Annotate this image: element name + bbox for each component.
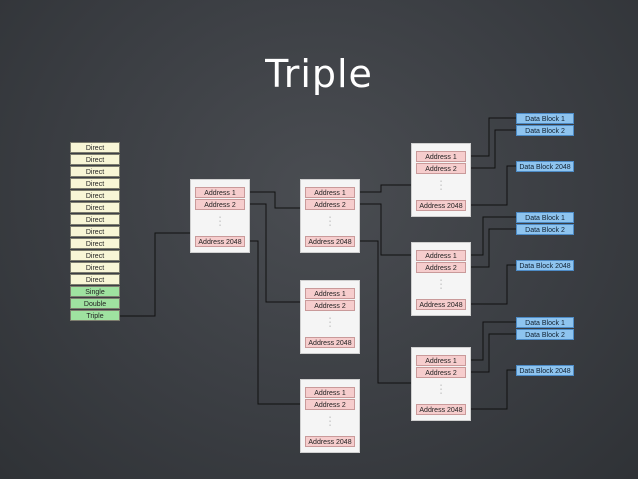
indirect-block-level2-2: Address 1 Address 2 ··· Address 2048 xyxy=(300,280,360,354)
address-2: Address 2 xyxy=(416,367,466,378)
inode-double: Double xyxy=(70,298,120,309)
address-2048: Address 2048 xyxy=(416,404,466,415)
data-block-2048: Data Block 2048 xyxy=(516,365,574,376)
address-1: Address 1 xyxy=(305,187,355,198)
ellipsis: ··· xyxy=(328,315,332,330)
inode-direct-2: Direct xyxy=(70,154,120,165)
ellipsis: ··· xyxy=(439,382,443,397)
address-1: Address 1 xyxy=(195,187,245,198)
address-2048: Address 2048 xyxy=(305,236,355,247)
indirect-block-level2-1: Address 1 Address 2 ··· Address 2048 xyxy=(300,179,360,253)
address-2: Address 2 xyxy=(416,163,466,174)
data-block-1: Data Block 1 xyxy=(516,212,574,223)
inode-single: Single xyxy=(70,286,120,297)
indirect-block-level2-3: Address 1 Address 2 ··· Address 2048 xyxy=(300,379,360,453)
inode-direct-3: Direct xyxy=(70,166,120,177)
data-block-2048: Data Block 2048 xyxy=(516,161,574,172)
address-2: Address 2 xyxy=(195,199,245,210)
data-block-2: Data Block 2 xyxy=(516,224,574,235)
address-1: Address 1 xyxy=(416,151,466,162)
inode-direct-11: Direct xyxy=(70,262,120,273)
address-2048: Address 2048 xyxy=(416,299,466,310)
address-2: Address 2 xyxy=(416,262,466,273)
address-2: Address 2 xyxy=(305,199,355,210)
address-2048: Address 2048 xyxy=(305,337,355,348)
address-1: Address 1 xyxy=(305,387,355,398)
inode-direct-7: Direct xyxy=(70,214,120,225)
data-block-1: Data Block 1 xyxy=(516,113,574,124)
ellipsis: ··· xyxy=(328,214,332,229)
inode-direct-10: Direct xyxy=(70,250,120,261)
data-block-2048: Data Block 2048 xyxy=(516,260,574,271)
address-1: Address 1 xyxy=(416,355,466,366)
address-2: Address 2 xyxy=(305,300,355,311)
ellipsis: ··· xyxy=(218,214,222,229)
ellipsis: ··· xyxy=(439,277,443,292)
inode-direct-6: Direct xyxy=(70,202,120,213)
inode-triple: Triple xyxy=(70,310,120,321)
address-2048: Address 2048 xyxy=(416,200,466,211)
data-block-2: Data Block 2 xyxy=(516,329,574,340)
data-block-2: Data Block 2 xyxy=(516,125,574,136)
ellipsis: ··· xyxy=(439,178,443,193)
ellipsis: ··· xyxy=(328,414,332,429)
address-2048: Address 2048 xyxy=(305,436,355,447)
indirect-block-level3-2: Address 1 Address 2 ··· Address 2048 xyxy=(411,242,471,316)
inode-direct-1: Direct xyxy=(70,142,120,153)
address-1: Address 1 xyxy=(416,250,466,261)
inode-direct-8: Direct xyxy=(70,226,120,237)
inode-direct-12: Direct xyxy=(70,274,120,285)
inode-direct-9: Direct xyxy=(70,238,120,249)
data-block-1: Data Block 1 xyxy=(516,317,574,328)
address-2048: Address 2048 xyxy=(195,236,245,247)
inode-direct-4: Direct xyxy=(70,178,120,189)
page-title: Triple xyxy=(265,52,373,96)
address-2: Address 2 xyxy=(305,399,355,410)
indirect-block-level3-1: Address 1 Address 2 ··· Address 2048 xyxy=(411,143,471,217)
address-1: Address 1 xyxy=(305,288,355,299)
indirect-block-level1: Address 1 Address 2 ··· Address 2048 xyxy=(190,179,250,253)
indirect-block-level3-3: Address 1 Address 2 ··· Address 2048 xyxy=(411,347,471,421)
inode-direct-5: Direct xyxy=(70,190,120,201)
